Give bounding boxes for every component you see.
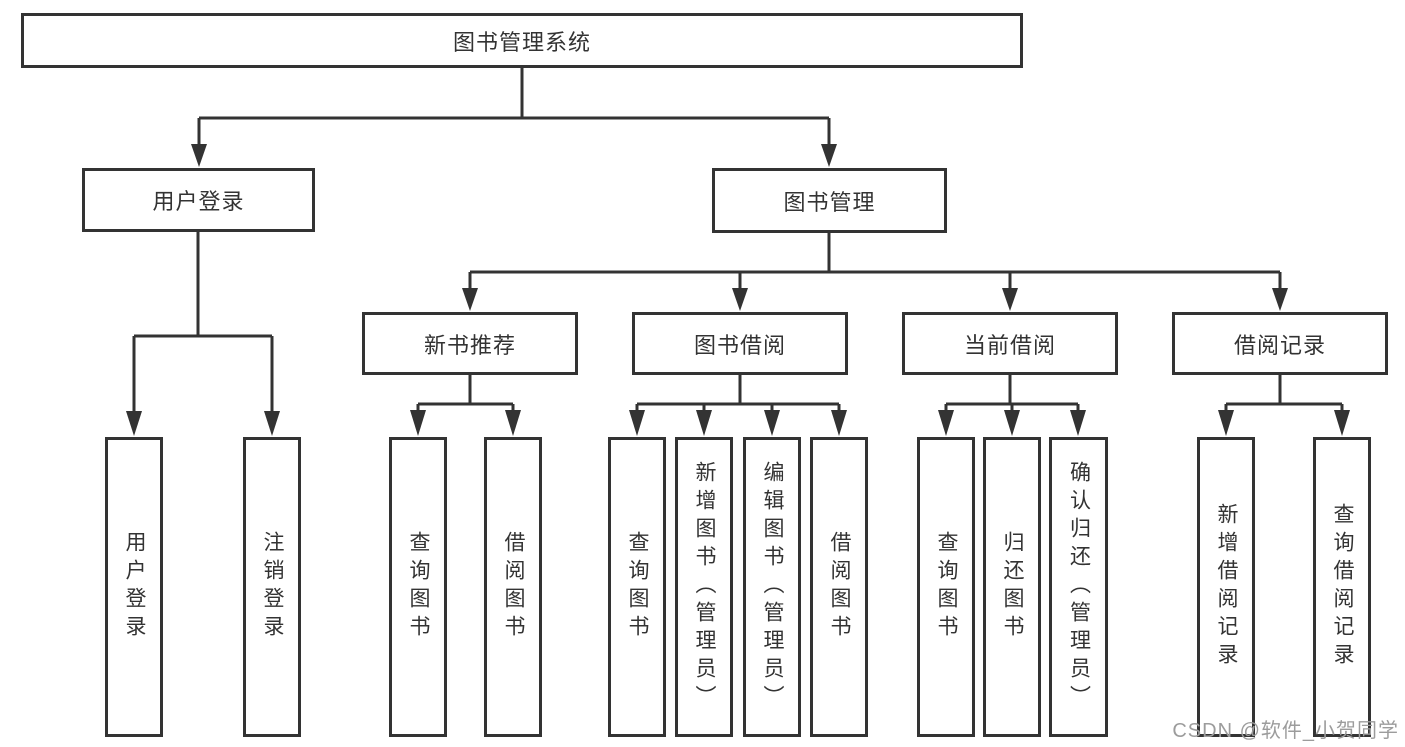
node-label: 编辑图书（管理员） <box>761 461 785 713</box>
node-user-login-module: 用户登录 <box>82 168 315 232</box>
leaf-borrow-book-recommend: 借阅图书 <box>484 437 542 737</box>
node-label: 查询图书 <box>407 531 431 643</box>
leaf-logout: 注销登录 <box>243 437 301 737</box>
leaf-user-login: 用户登录 <box>105 437 163 737</box>
node-label: 新增借阅记录 <box>1215 503 1239 671</box>
node-label: 借阅图书 <box>828 531 852 643</box>
leaf-query-book-current: 查询图书 <box>917 437 975 737</box>
node-label: 借阅图书 <box>502 531 526 643</box>
node-new-book-recommend: 新书推荐 <box>362 312 578 375</box>
node-label: 用户登录 <box>123 531 147 643</box>
leaf-return-book: 归还图书 <box>983 437 1041 737</box>
leaf-query-borrow-record: 查询借阅记录 <box>1313 437 1371 737</box>
leaf-add-borrow-record: 新增借阅记录 <box>1197 437 1255 737</box>
node-label: 查询借阅记录 <box>1331 503 1355 671</box>
node-label: 归还图书 <box>1001 531 1025 643</box>
leaf-borrow-book: 借阅图书 <box>810 437 868 737</box>
leaf-add-book-admin: 新增图书（管理员） <box>675 437 733 737</box>
leaf-query-book-recommend: 查询图书 <box>389 437 447 737</box>
leaf-confirm-return-admin: 确认归还（管理员） <box>1049 437 1108 737</box>
node-borrow-record: 借阅记录 <box>1172 312 1388 375</box>
node-book-management: 图书管理 <box>712 168 947 233</box>
node-label: 查询图书 <box>935 531 959 643</box>
node-book-borrow: 图书借阅 <box>632 312 848 375</box>
leaf-query-book-borrow: 查询图书 <box>608 437 666 737</box>
leaf-edit-book-admin: 编辑图书（管理员） <box>743 437 801 737</box>
node-current-borrow: 当前借阅 <box>902 312 1118 375</box>
node-label: 注销登录 <box>261 531 285 643</box>
node-label: 确认归还（管理员） <box>1067 461 1091 713</box>
node-label: 查询图书 <box>626 531 650 643</box>
connector-group <box>126 68 1350 436</box>
node-label: 新增图书（管理员） <box>693 461 717 713</box>
node-library-system: 图书管理系统 <box>21 13 1023 68</box>
